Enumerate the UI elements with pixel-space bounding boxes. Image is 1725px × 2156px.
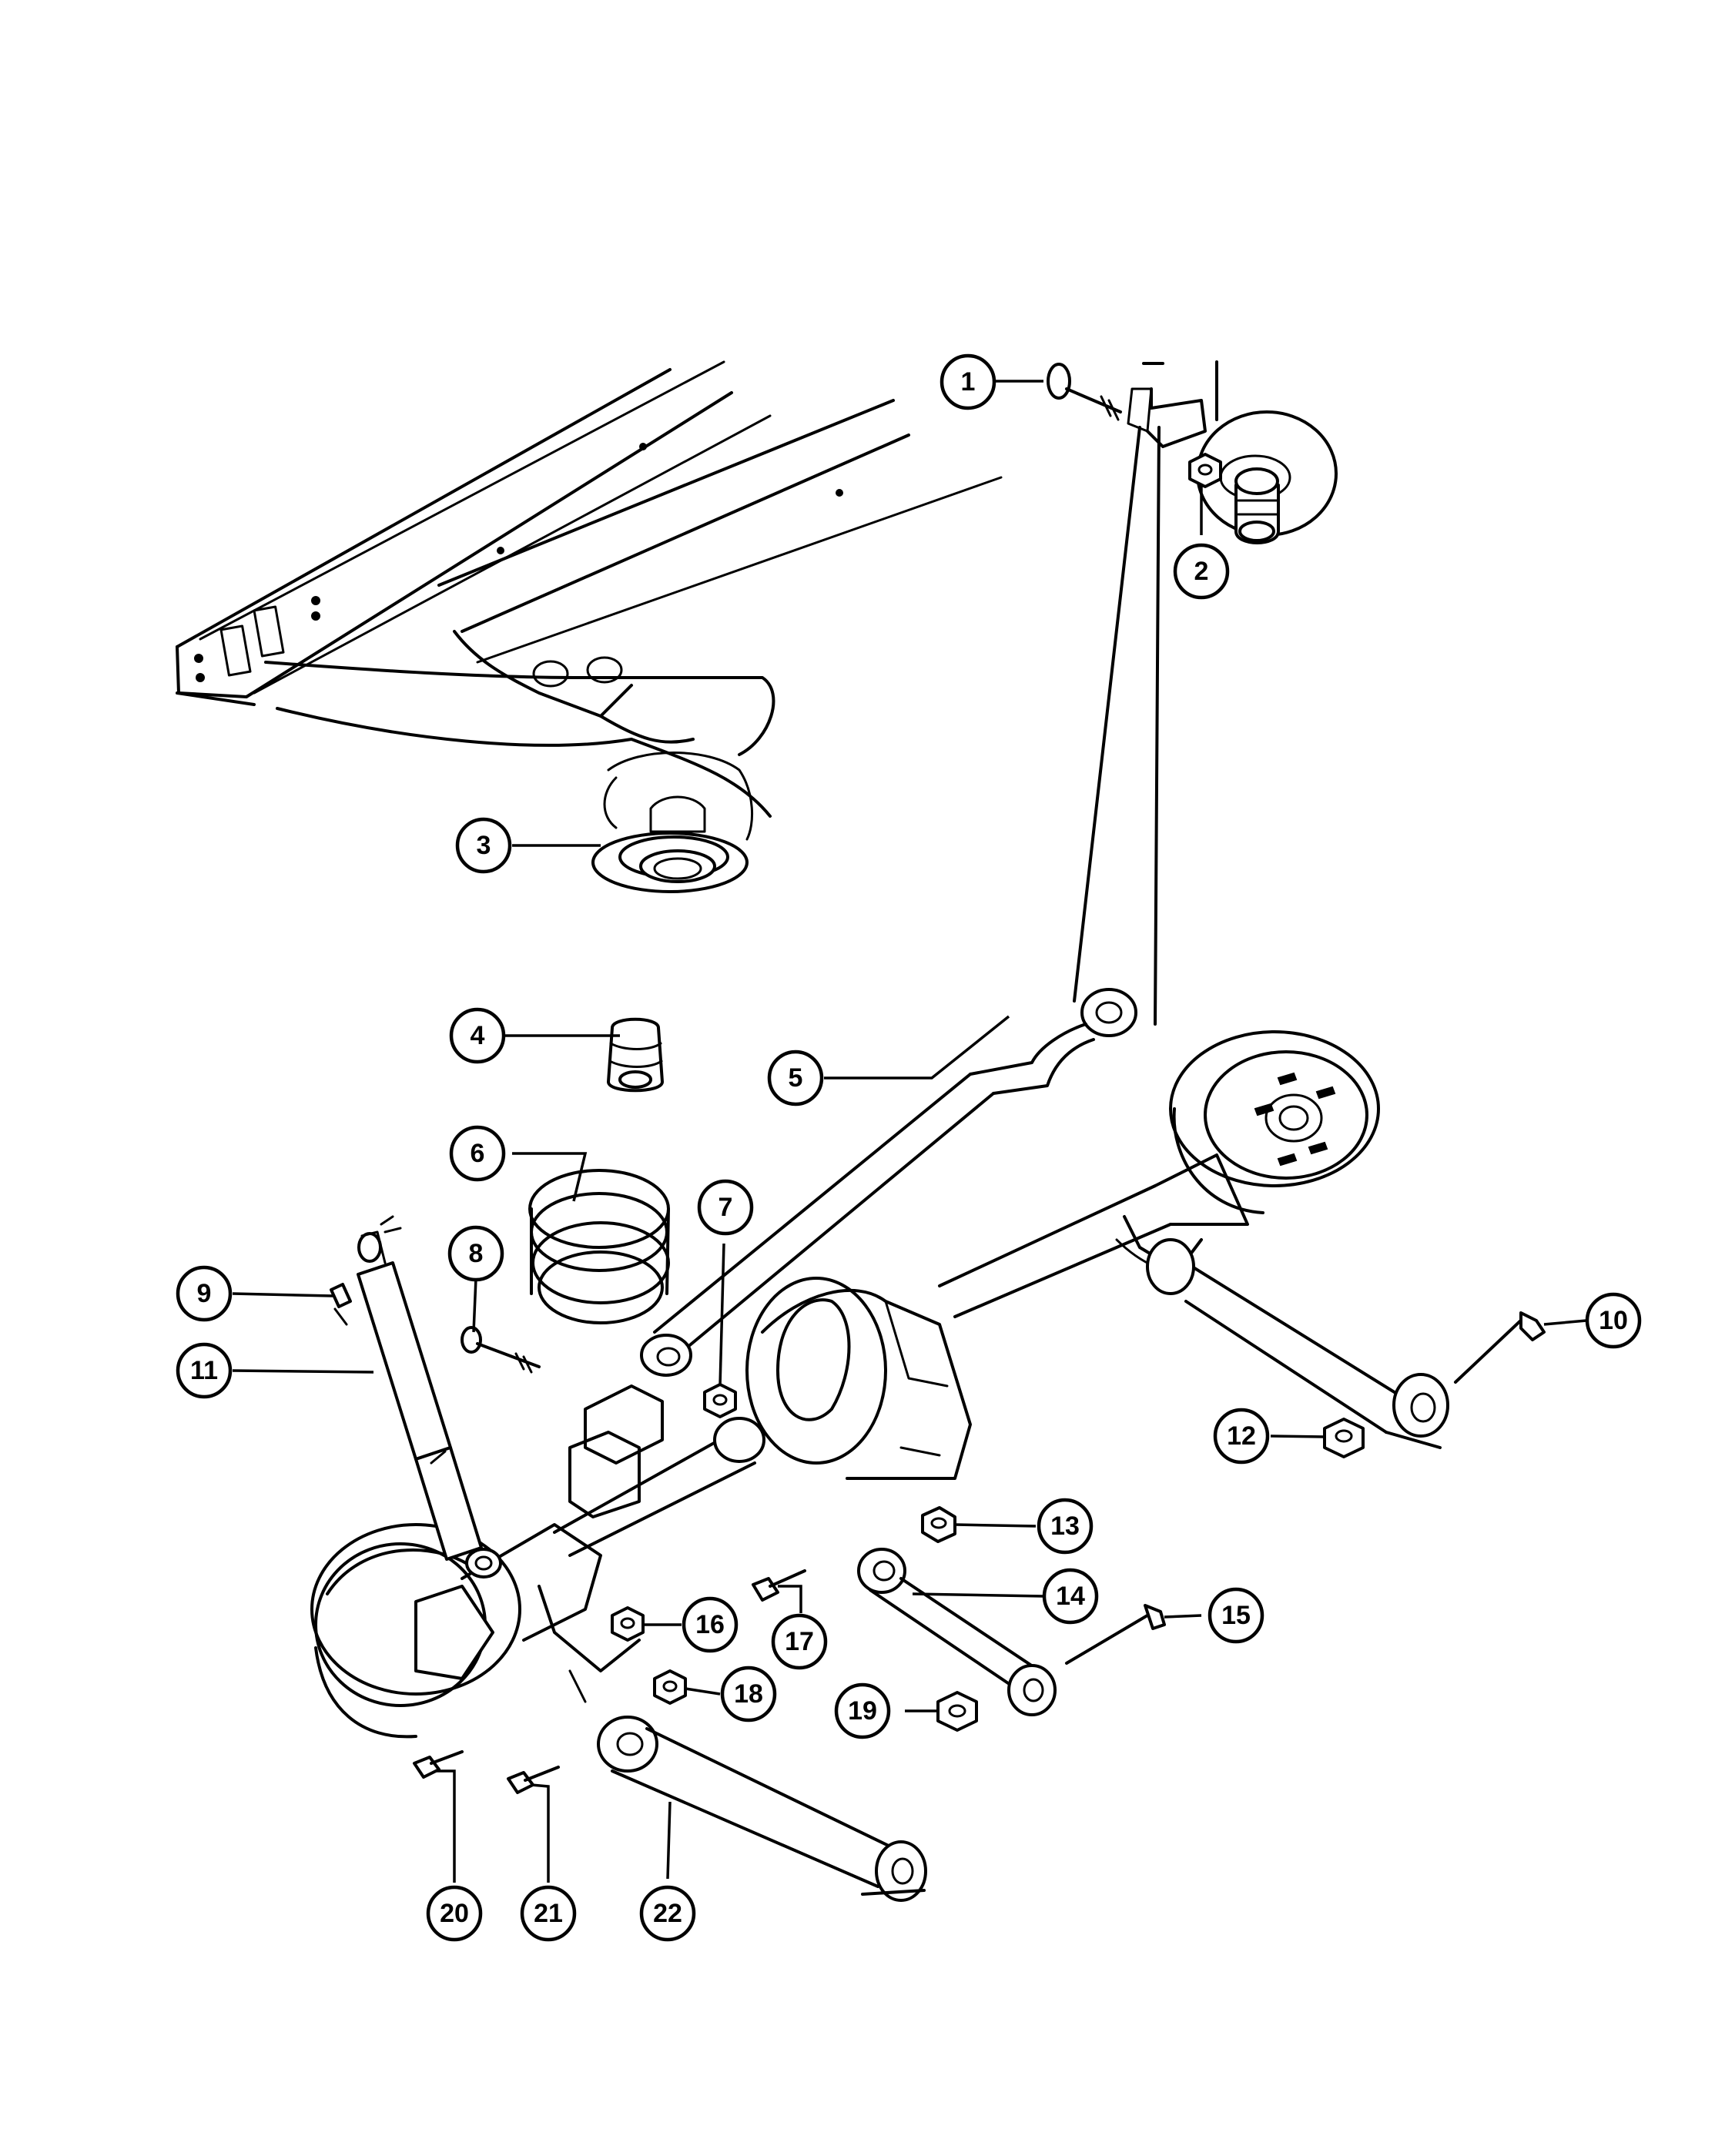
callout-1: 1 — [940, 353, 996, 410]
bolt-10 — [1454, 1311, 1546, 1384]
callout-10: 10 — [1585, 1292, 1642, 1349]
leader-lines — [232, 380, 1587, 1883]
hex-nut-12 — [1323, 1418, 1365, 1458]
callout-21-label: 21 — [534, 1899, 563, 1928]
callout-2: 2 — [1173, 543, 1230, 600]
callout-18: 18 — [720, 1666, 777, 1722]
callout-3: 3 — [455, 817, 512, 874]
callout-11-label: 11 — [190, 1356, 218, 1385]
hex-nut-19 — [936, 1691, 978, 1732]
callout-22: 22 — [639, 1885, 696, 1942]
upper-control-arm-right — [1146, 1238, 1449, 1449]
callout-18-label: 18 — [734, 1679, 763, 1709]
hex-nut-2 — [1188, 453, 1222, 488]
rear-axle-housing — [310, 1030, 1380, 1739]
callout-6-label: 6 — [471, 1139, 485, 1168]
callout-14: 14 — [1042, 1568, 1099, 1625]
bolt-8 — [461, 1326, 541, 1374]
callout-6: 6 — [449, 1125, 506, 1182]
shock-upper-bushing — [330, 1215, 402, 1326]
hex-nut-7 — [703, 1383, 737, 1418]
bolt-15 — [1065, 1604, 1166, 1665]
callout-1-label: 1 — [961, 367, 976, 397]
callout-16: 16 — [682, 1596, 739, 1653]
callout-5: 5 — [767, 1050, 824, 1106]
bolt-21 — [507, 1766, 560, 1794]
frame-rail — [176, 360, 1003, 841]
hex-nut-16 — [611, 1606, 645, 1642]
callout-12: 12 — [1213, 1408, 1270, 1465]
coil-spring — [528, 1169, 670, 1324]
callout-8-label: 8 — [469, 1239, 484, 1268]
callout-8: 8 — [447, 1225, 504, 1282]
upper-control-arm-left — [857, 1548, 1057, 1716]
callout-9: 9 — [176, 1265, 233, 1322]
callout-4-label: 4 — [471, 1021, 485, 1050]
callout-14-label: 14 — [1056, 1582, 1085, 1611]
callout-17: 17 — [771, 1613, 828, 1670]
callout-9-label: 9 — [197, 1279, 212, 1308]
callout-2-label: 2 — [1194, 557, 1209, 586]
callout-21: 21 — [520, 1885, 577, 1942]
callout-11: 11 — [176, 1342, 233, 1399]
spring-isolator-upper — [591, 795, 749, 893]
callout-7: 7 — [697, 1179, 754, 1236]
callout-19-label: 19 — [848, 1696, 877, 1726]
callout-12-label: 12 — [1227, 1421, 1256, 1451]
hex-nut-18 — [653, 1669, 687, 1705]
callout-19: 19 — [834, 1682, 891, 1739]
callout-20-label: 20 — [440, 1899, 469, 1928]
callout-15-label: 15 — [1221, 1601, 1251, 1630]
jounce-bumper — [607, 1017, 664, 1093]
callout-4: 4 — [449, 1007, 506, 1064]
lower-control-arm — [597, 1716, 927, 1902]
callout-5-label: 5 — [789, 1063, 803, 1093]
callout-17-label: 17 — [785, 1627, 814, 1656]
track-bar — [640, 426, 1161, 1377]
flag-bolt — [1047, 363, 1122, 421]
hex-nut-13 — [921, 1506, 956, 1543]
callout-3-label: 3 — [477, 831, 491, 860]
callout-13: 13 — [1037, 1498, 1094, 1555]
callout-20: 20 — [426, 1885, 483, 1942]
shock-absorber — [357, 1230, 502, 1578]
callout-16-label: 16 — [695, 1610, 725, 1639]
callout-13-label: 13 — [1050, 1512, 1080, 1541]
callout-10-label: 10 — [1599, 1306, 1628, 1335]
callout-15: 15 — [1208, 1587, 1264, 1644]
callout-7-label: 7 — [718, 1193, 733, 1222]
bolt-17 — [752, 1569, 806, 1602]
bolt-20 — [413, 1750, 464, 1779]
callout-22-label: 22 — [653, 1899, 682, 1928]
